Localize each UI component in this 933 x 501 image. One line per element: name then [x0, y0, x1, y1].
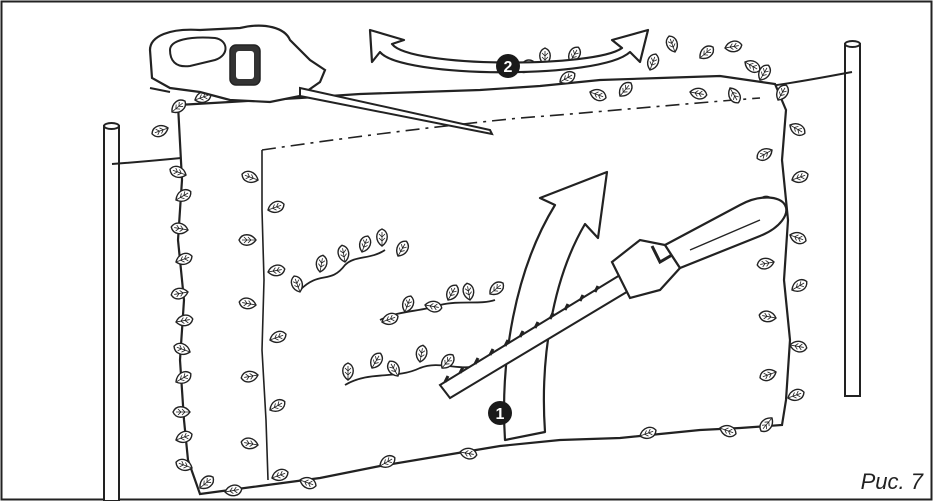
figure-caption: Рис. 7	[860, 469, 923, 494]
marker-1: 1	[488, 401, 512, 425]
hedge-trimmer-active	[438, 196, 788, 400]
hedge-trimmer-top	[148, 24, 494, 136]
right-post	[844, 40, 861, 397]
marker-2-label: 2	[504, 59, 513, 76]
marker-1-label: 1	[496, 406, 505, 423]
left-cut-line	[261, 150, 269, 481]
marker-2: 2	[496, 54, 520, 78]
hedge-outline	[176, 74, 792, 496]
left-post	[103, 122, 120, 501]
rotation-arrow	[368, 28, 650, 74]
trimmed-face-edge	[261, 97, 761, 151]
loose-leaf-clusters	[288, 228, 508, 386]
